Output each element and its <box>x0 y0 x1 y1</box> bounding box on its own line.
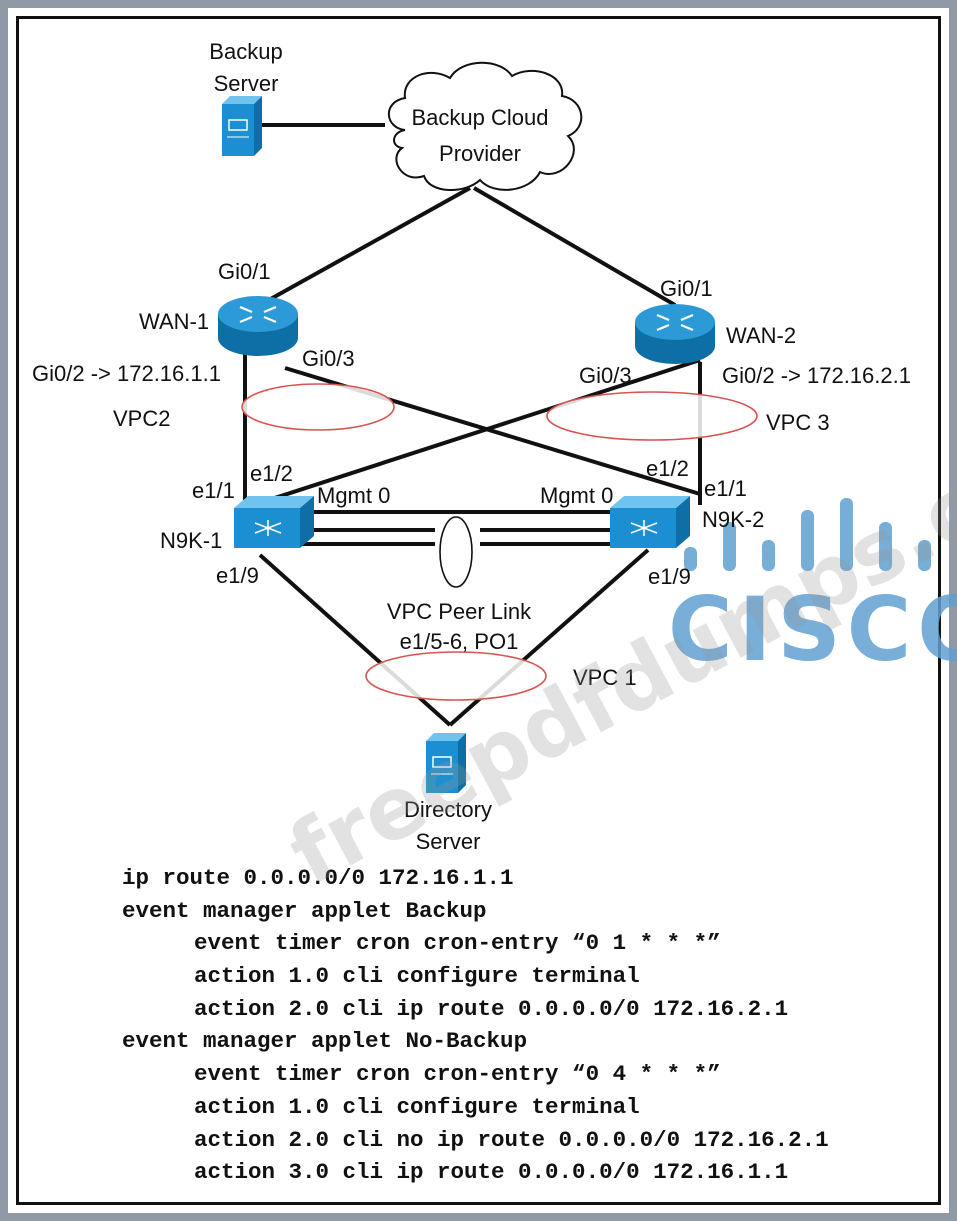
wan2-label: WAN-2 <box>726 323 797 348</box>
wan1-label: WAN-1 <box>139 309 210 334</box>
link-cloud-wan2 <box>472 186 677 307</box>
config-line: action 3.0 cli ip route 0.0.0.0/0 172.16… <box>194 1159 789 1186</box>
diagram-frame <box>16 16 941 1205</box>
n9k1-mgmt-label: Mgmt 0 <box>317 483 391 508</box>
n9k2-switch-icon <box>610 496 690 548</box>
n9k1-switch-icon <box>234 496 314 548</box>
n9k1-label: N9K-1 <box>160 528 223 553</box>
config-line: event timer cron cron-entry “0 1 * * *” <box>194 930 721 957</box>
wan2-gi02-label: Gi0/2 -> 172.16.2.1 <box>722 363 911 388</box>
cisco-logo-bars <box>684 498 931 571</box>
wan2-gi01-label: Gi0/1 <box>660 276 713 301</box>
n9k1-e19-label: e1/9 <box>216 563 259 588</box>
config-line: action 1.0 cli configure terminal <box>194 963 640 990</box>
link-cloud-wan1 <box>257 186 471 308</box>
cisco-logo-text: CISCO <box>668 578 957 681</box>
wan1-router-icon <box>218 296 298 356</box>
wan2-router-icon <box>635 304 715 364</box>
vpc1-ellipse <box>365 651 547 701</box>
wan2-gi03-label: Gi0/3 <box>579 363 632 388</box>
n9k2-mgmt-label: Mgmt 0 <box>540 483 614 508</box>
directory-server-icon <box>426 733 466 793</box>
cloud-icon <box>387 61 583 192</box>
config-block: ip route 0.0.0.0/0 172.16.1.1 event mana… <box>122 862 829 1189</box>
n9k2-e19-label: e1/9 <box>648 564 691 589</box>
vpc3-label: VPC 3 <box>766 410 830 435</box>
directory-server-label: Directory Server <box>403 797 492 854</box>
vpc3-ellipse <box>546 391 758 441</box>
n9k2-e11-label: e1/1 <box>704 476 747 501</box>
vpc-ellipses <box>241 383 758 701</box>
config-line: action 1.0 cli configure terminal <box>194 1093 640 1120</box>
vpc1-label: VPC 1 <box>573 665 637 690</box>
n9k2-e12-label: e1/2 <box>646 456 689 481</box>
config-line: event timer cron cron-entry “0 4 * * *” <box>194 1061 721 1088</box>
n9k2-label: N9K-2 <box>702 507 765 532</box>
backup-server-label: Backup Server <box>209 39 283 96</box>
vpc2-ellipse <box>241 383 395 431</box>
backup-server-icon <box>222 96 262 156</box>
config-line: event manager applet Backup <box>122 897 487 924</box>
config-line: action 2.0 cli ip route 0.0.0.0/0 172.16… <box>194 995 789 1022</box>
wan1-gi01-label: Gi0/1 <box>218 259 271 284</box>
n9k1-e11-label: e1/1 <box>192 478 235 503</box>
n9k1-e12-label: e1/2 <box>250 461 293 486</box>
wan1-gi03-label: Gi0/3 <box>302 346 355 371</box>
vpc2-label: VPC2 <box>113 406 171 431</box>
config-line: event manager applet No-Backup <box>122 1028 528 1055</box>
link-wan2-n9k1-e12 <box>243 358 701 510</box>
cloud-label: Backup Cloud Provider <box>411 105 549 166</box>
peer-link-ellipse <box>439 516 473 588</box>
peer-link-label: VPC Peer Link e1/5-6, PO1 <box>386 599 532 654</box>
config-line: action 2.0 cli no ip route 0.0.0.0/0 172… <box>194 1126 829 1153</box>
wan1-gi02-label: Gi0/2 -> 172.16.1.1 <box>32 361 221 386</box>
config-line: ip route 0.0.0.0/0 172.16.1.1 <box>122 865 514 891</box>
